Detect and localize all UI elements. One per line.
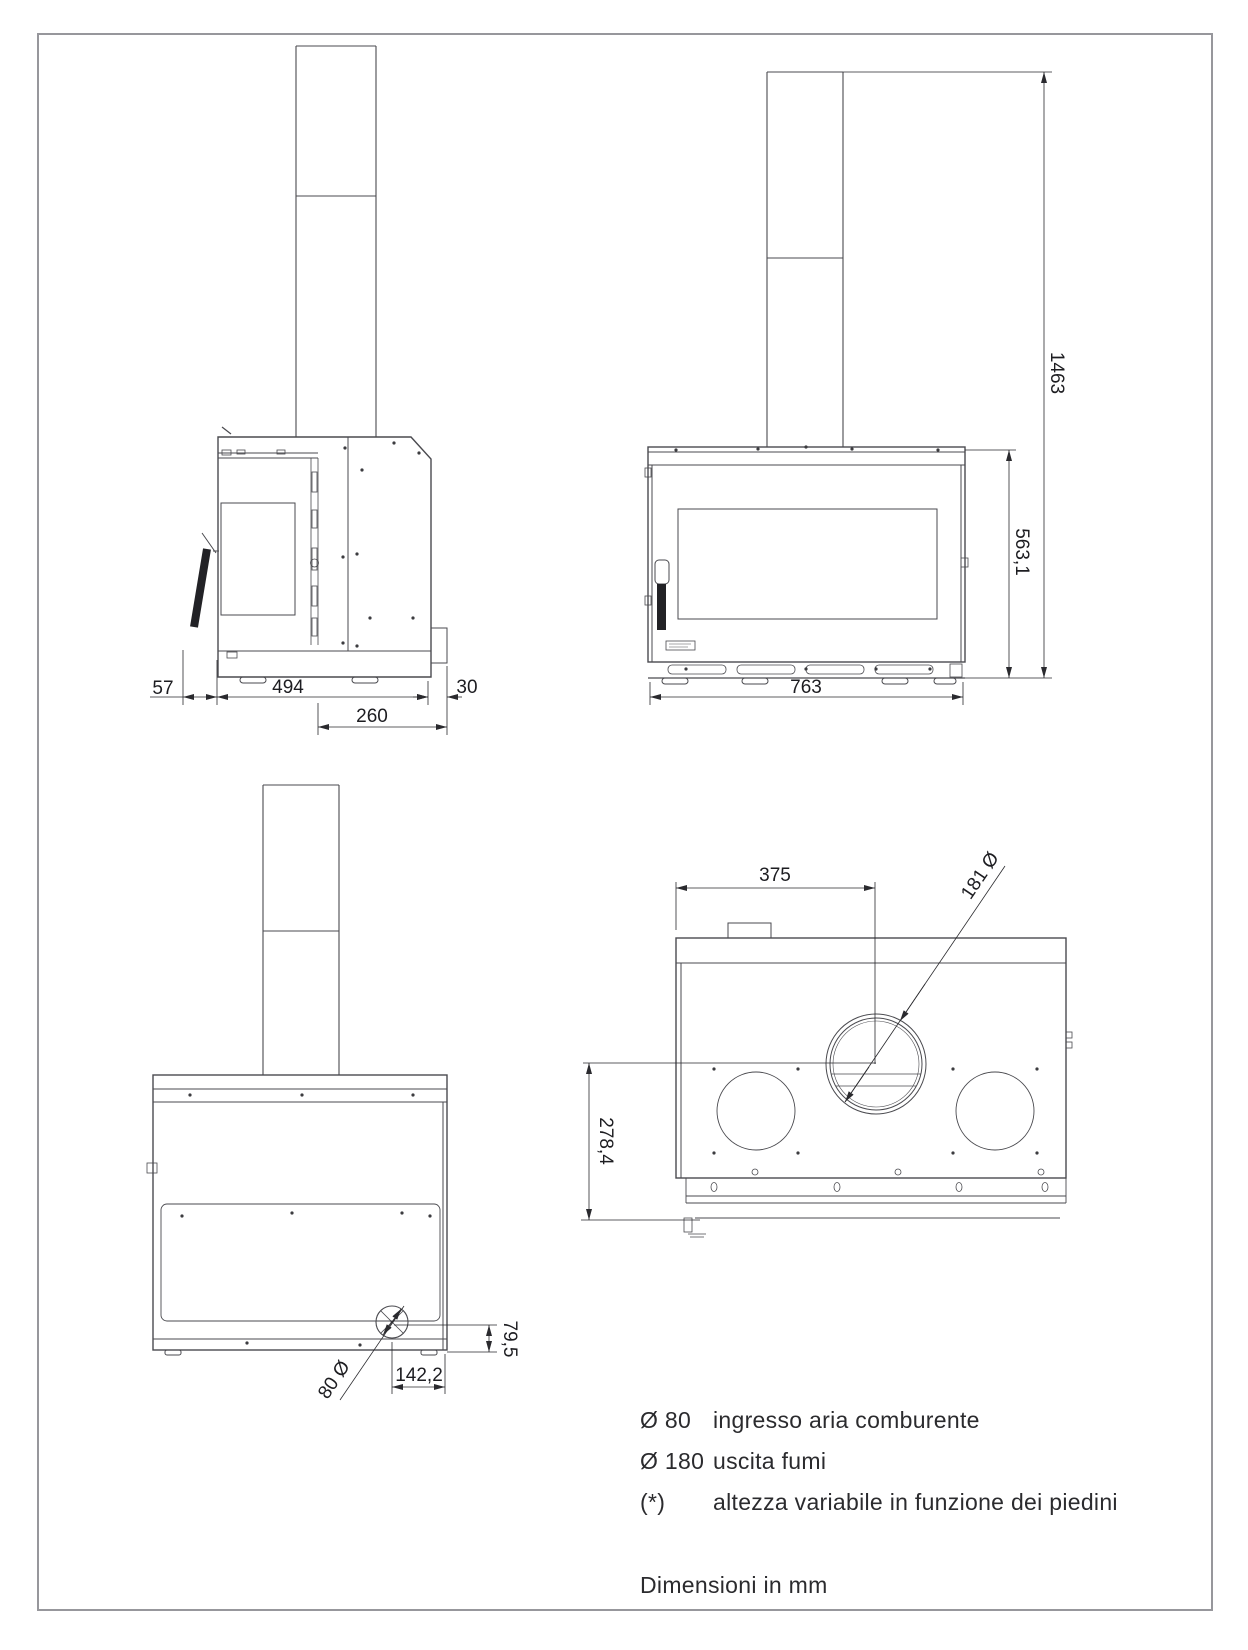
side-door-handle	[190, 532, 219, 628]
top-rear-stub	[727, 922, 772, 939]
dim-label-30: 30	[456, 677, 477, 698]
front-door-window	[677, 508, 938, 620]
dim-label-79-5: 79,5	[499, 1321, 520, 1358]
front-flue-pipe	[766, 71, 844, 447]
legend-symbol-flue-outlet: Ø 180	[640, 1448, 705, 1474]
rear-rivets	[180, 1093, 432, 1347]
side-door-window	[220, 502, 296, 616]
side-flue-pipe	[295, 45, 377, 437]
legend-description-height-note: altezza variabile in funzione dei piedin…	[713, 1489, 1118, 1515]
top-rivets	[712, 1067, 1039, 1155]
top-body-outline	[675, 937, 1067, 1179]
side-top-mark	[221, 426, 232, 435]
legend-description-air-inlet: ingresso aria comburente	[713, 1407, 980, 1433]
brand-label	[665, 640, 696, 651]
front-rivets	[674, 445, 940, 671]
side-foot	[239, 676, 267, 684]
front-foot	[661, 677, 689, 685]
drawing-border-frame	[37, 33, 1213, 1611]
legend-symbol-air-inlet: Ø 80	[640, 1407, 692, 1433]
front-foot	[933, 677, 957, 685]
dim-label-494: 494	[272, 677, 304, 698]
legend-row: Ø 180 uscita fumi	[640, 1449, 1118, 1473]
rear-flue-pipe	[262, 784, 340, 1075]
rear-access-panel	[160, 1203, 441, 1322]
top-left-opening	[716, 1071, 796, 1151]
side-rivets	[341, 441, 421, 648]
dim-label-260: 260	[356, 706, 388, 727]
units-note: Dimensioni in mm	[640, 1572, 828, 1598]
legend: Ø 80 ingresso aria comburente Ø 180 usci…	[640, 1408, 1118, 1531]
side-view	[190, 45, 448, 684]
legend-row: (*) altezza variabile in funzione dei pi…	[640, 1490, 1118, 1514]
dim-label-763: 763	[790, 677, 822, 698]
side-body-outline	[217, 436, 432, 678]
front-foot	[741, 677, 769, 685]
top-right-opening	[955, 1071, 1035, 1151]
front-foot	[881, 677, 909, 685]
rear-foot	[420, 1349, 438, 1356]
dim-label-563-1: 563,1	[1011, 528, 1032, 576]
rear-view	[146, 784, 448, 1356]
dim-label-278-4: 278,4	[595, 1117, 616, 1165]
top-view	[675, 922, 1073, 1238]
legend-row: Ø 80 ingresso aria comburente	[640, 1408, 1118, 1432]
dim-label-1463: 1463	[1046, 352, 1067, 394]
front-body-outline	[647, 446, 966, 663]
side-view-dimensions	[150, 650, 462, 735]
top-view-dimensions	[581, 865, 1006, 1221]
rear-body-outline	[152, 1074, 448, 1351]
dim-label-80: 80 Ø	[314, 1357, 355, 1403]
legend-symbol-height-note: (*)	[640, 1489, 666, 1515]
side-air-inlet-stub	[431, 627, 448, 664]
dim-label-375: 375	[759, 865, 791, 886]
rear-foot	[164, 1349, 182, 1356]
front-view-dimensions	[649, 71, 1052, 705]
dim-label-142-2: 142,2	[395, 1365, 443, 1386]
front-door-handle	[654, 559, 670, 630]
side-foot	[351, 676, 379, 684]
legend-description-flue-outlet: uscita fumi	[713, 1448, 827, 1474]
front-view	[644, 71, 969, 685]
rear-view-dimensions	[339, 1305, 497, 1401]
dim-label-57: 57	[152, 678, 173, 699]
dim-label-181: 181 Ø	[957, 848, 1003, 903]
flue-outlet-collar	[825, 1013, 927, 1115]
